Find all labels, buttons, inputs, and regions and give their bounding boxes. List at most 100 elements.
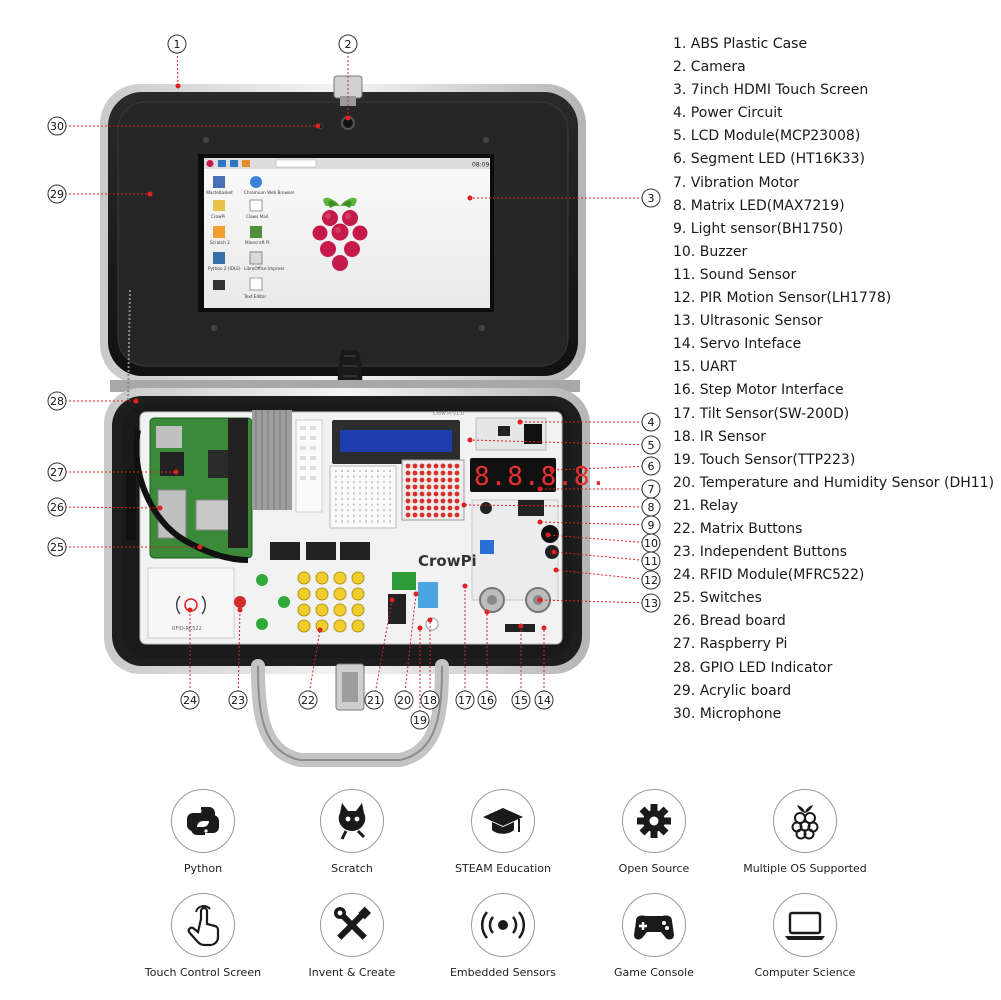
callout-dot xyxy=(345,115,351,121)
breadboard-hole xyxy=(353,475,355,478)
component-list-item: 28. GPIO LED Indicator xyxy=(673,659,833,676)
matrix-led-dot xyxy=(412,505,418,511)
breadboard-hole xyxy=(377,509,379,512)
signal-waves-icon xyxy=(471,893,535,957)
callout-number: 24 xyxy=(183,694,197,707)
breadboard-hole xyxy=(365,475,367,478)
matrix-led-dot xyxy=(426,498,432,504)
breadboard-hole xyxy=(389,503,391,506)
matrix-led-dot xyxy=(405,463,411,469)
breadboard-hole xyxy=(389,481,391,484)
breadboard-hole xyxy=(341,470,343,472)
callout-circle xyxy=(47,537,67,557)
callout-number: 10 xyxy=(644,537,658,550)
matrix-led-dot xyxy=(405,484,411,490)
breadboard-hole xyxy=(371,503,373,506)
feature-item: Game Console xyxy=(574,893,734,979)
component-list-item: 18. IR Sensor xyxy=(673,428,767,445)
breadboard-hole xyxy=(359,514,361,517)
callout-circle xyxy=(410,710,430,730)
breadboard-hole xyxy=(347,520,349,523)
matrix-led-dot xyxy=(419,491,425,497)
callout-number: 3 xyxy=(648,192,655,205)
matrix-led-dot xyxy=(447,484,453,490)
callout-dot xyxy=(537,519,543,525)
matrix-led-dot xyxy=(433,505,439,511)
callout-dot xyxy=(545,532,551,538)
segment-display: 8.8.8.8. xyxy=(470,458,606,492)
breadboard-hole xyxy=(341,520,343,523)
component-list-item: 2. Camera xyxy=(673,59,746,76)
breadboard-hole xyxy=(347,475,349,478)
callout-dot xyxy=(133,398,139,404)
matrix-led-dot xyxy=(419,498,425,504)
callout-circle xyxy=(641,435,661,455)
matrix-led-dot xyxy=(440,498,446,504)
breadboard xyxy=(329,465,397,529)
matrix-button xyxy=(297,587,311,601)
matrix-button xyxy=(315,587,329,601)
component-list-item: 12. PIR Motion Sensor(LH1778) xyxy=(673,290,892,307)
touch-hand-icon xyxy=(171,893,235,957)
callout-number: 18 xyxy=(423,694,437,707)
breadboard-hole xyxy=(341,475,343,478)
callout-circle xyxy=(180,690,200,710)
icon-label-libreoffice: LibreOffice Impress xyxy=(244,266,284,271)
feature-item: Embedded Sensors xyxy=(423,893,583,979)
callout-circle xyxy=(641,593,661,613)
matrix-led-dot xyxy=(454,498,460,504)
breadboard-hole xyxy=(335,486,337,489)
component-list-item: 21. Relay xyxy=(673,497,739,514)
laptop-icon xyxy=(773,893,837,957)
callout-circle xyxy=(394,690,414,710)
matrix-led-dot xyxy=(440,463,446,469)
callout-line xyxy=(403,593,417,701)
component-list-item: 3. 7inch HDMI Touch Screen xyxy=(673,82,869,99)
independent-buttons xyxy=(234,574,290,630)
callout-number: 30 xyxy=(50,120,64,133)
callout-circle xyxy=(641,570,661,590)
breadboard-hole xyxy=(341,481,343,484)
callout-number: 23 xyxy=(231,694,245,707)
icon-label-python: Python 2 (IDLE) xyxy=(208,266,241,271)
callout-dot xyxy=(484,609,490,615)
matrix-led-dot xyxy=(412,463,418,469)
power-circuit xyxy=(475,417,547,451)
breadboard-hole xyxy=(347,514,349,517)
component-list-item: 6. Segment LED (HT16K33) xyxy=(673,151,865,168)
callout-circle xyxy=(364,690,384,710)
callout-dot xyxy=(237,607,243,613)
raspberry-pi-logo xyxy=(312,197,368,271)
breadboard-hole xyxy=(347,470,349,472)
callout-dot xyxy=(315,123,321,129)
breadboard-hole xyxy=(359,470,361,472)
breadboard-hole xyxy=(341,498,343,500)
breadboard-hole xyxy=(335,514,337,517)
breadboard-hole xyxy=(389,498,391,500)
matrix-led-dot xyxy=(412,491,418,497)
breadboard-hole xyxy=(377,503,379,506)
breadboard-hole xyxy=(365,481,367,484)
component-list-item: 7. Vibration Motor xyxy=(673,174,799,191)
matrix-led-dot xyxy=(447,512,453,518)
feature-item: Touch Control Screen xyxy=(123,893,283,979)
callout-dot xyxy=(537,486,543,492)
icon-label-minecraft: Minecraft Pi xyxy=(245,240,270,245)
matrix-led-dot xyxy=(419,477,425,483)
matrix-button xyxy=(333,603,347,617)
gpio-ribbon xyxy=(252,410,292,510)
breadboard-hole xyxy=(371,486,373,489)
component-list-item: 1. ABS Plastic Case xyxy=(673,36,808,52)
callout-number: 9 xyxy=(648,519,655,532)
callout-line xyxy=(539,599,652,604)
breadboard-hole xyxy=(371,492,373,495)
breadboard-hole xyxy=(335,492,337,495)
matrix-led-dot xyxy=(426,491,432,497)
breadboard-hole xyxy=(383,498,385,500)
callout-circle xyxy=(641,412,661,432)
callout-dot xyxy=(553,567,559,573)
component-list-item: 25. Switches xyxy=(673,590,762,607)
callout-dot xyxy=(389,597,395,603)
breadboard-hole xyxy=(341,486,343,489)
matrix-led-dot xyxy=(447,463,453,469)
